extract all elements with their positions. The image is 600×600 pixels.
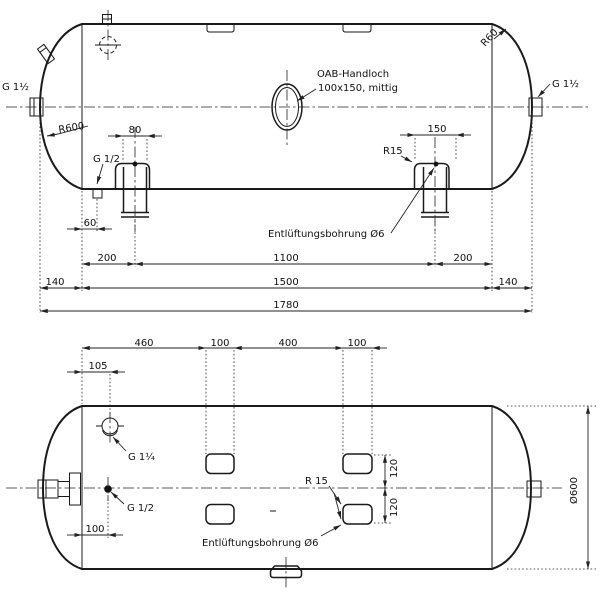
pad-upper-right	[342, 453, 373, 475]
g12-label-plan: G 1/2	[127, 503, 154, 514]
bottom-drain-stub	[92, 188, 103, 199]
left-flanged-nozzle	[37, 472, 81, 506]
saddle-radius-leader	[400, 155, 413, 163]
right-nozzle-label: G 1½	[552, 78, 579, 90]
dim-g12-offset: 60	[84, 218, 97, 229]
right-stub-plan	[526, 480, 542, 498]
dim-head-left: 140	[45, 277, 64, 288]
head-radius-label: R600	[58, 121, 85, 136]
pad-radius-leader2	[333, 492, 342, 520]
vent-hole-dot-left	[132, 161, 138, 167]
handhole-inner	[275, 87, 299, 127]
pad-upper-left	[205, 453, 235, 475]
vent-label-plan: Entlüftungsbohrung Ø6	[202, 537, 319, 549]
bottom-drain-leader	[96, 163, 104, 185]
dim-pad-width-right: 100	[347, 338, 366, 349]
vent-leader-plan	[320, 524, 342, 537]
g114-label: G 1¼	[128, 451, 155, 463]
g12-leader	[110, 491, 125, 505]
dim-foot-spacing: 1100	[273, 253, 298, 264]
dim-g12-offset-plan: 100	[85, 524, 104, 535]
pad-lower-right	[342, 503, 373, 525]
knuckle-radius-label: R60	[479, 27, 500, 49]
dim-leg-width: 80	[129, 125, 142, 136]
dim-saddle-width: 150	[427, 124, 446, 135]
head-radius-leader	[46, 125, 89, 137]
dim-pad-row-upper: 120	[389, 459, 400, 478]
handhole-label-1: OAB-Handloch	[317, 69, 389, 80]
saddle-radius-label: R15	[383, 146, 403, 157]
pad-lower-left	[205, 503, 235, 525]
side-view: G 1½ G 1½ R600 R60 OAB-Handloch 100x150,…	[2, 10, 588, 314]
right-nozzle-leader	[537, 83, 551, 98]
dim-pad-width-left: 100	[210, 338, 229, 349]
vent-label-side: Entlüftungsbohrung Ø6	[268, 228, 385, 240]
dim-foot-right: 200	[453, 253, 472, 264]
g12-point	[104, 485, 112, 493]
dim-diameter: Ø600	[568, 477, 580, 504]
foot-left	[114, 127, 151, 232]
dim-shell-length: 1500	[273, 277, 298, 288]
vent-hole-dot-right	[433, 161, 439, 167]
vent-leader-side	[390, 167, 435, 234]
dim-g114-offset: 105	[88, 361, 107, 372]
left-nozzle-label: G 1½	[2, 81, 29, 93]
dim-head-right: 140	[498, 277, 517, 288]
left-nozzle	[29, 97, 44, 117]
dim-pad-offset: 460	[134, 338, 153, 349]
handhole-leader	[296, 88, 317, 102]
top-pad-right-side	[342, 24, 372, 33]
knuckle-radius-leader	[493, 28, 507, 40]
plan-view: G 1¼ G 1/2 R 15 Entlüftungsbohrung Ø6	[6, 338, 596, 590]
g114-leader	[112, 436, 127, 452]
bottom-boss	[269, 565, 303, 579]
top-pad-left-side	[206, 24, 235, 33]
dim-foot-left: 200	[97, 253, 116, 264]
dim-overall-length: 1780	[273, 300, 298, 311]
handhole-label-2: 100x150, mittig	[318, 83, 398, 94]
dim-pad-row-lower: 120	[389, 498, 400, 517]
right-nozzle	[528, 97, 543, 117]
dim-pad-gap: 400	[278, 338, 297, 349]
pad-radius-label: R 15	[305, 476, 328, 487]
bottom-drain-label: G 1/2	[93, 154, 120, 165]
foot-right	[413, 137, 450, 232]
head-nozzle-angled	[36, 43, 56, 65]
